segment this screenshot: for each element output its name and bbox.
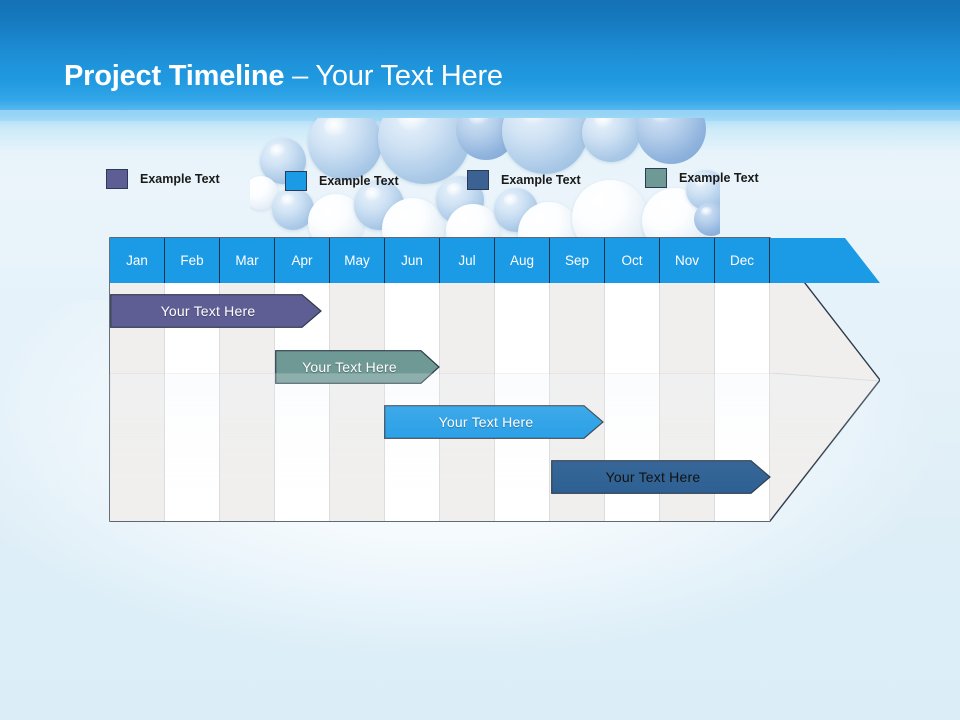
month-header-aug: Aug <box>495 238 550 283</box>
legend-item-4[interactable]: Example Text <box>645 168 759 188</box>
month-header-mar: Mar <box>220 238 275 283</box>
month-header-sep: Sep <box>550 238 605 283</box>
task-bar-3-shape <box>384 405 604 439</box>
month-column-feb: Feb <box>165 238 220 521</box>
header-blue-band <box>0 0 960 121</box>
month-header-jan: Jan <box>110 238 165 283</box>
task-bar-4[interactable]: Your Text Here <box>551 460 771 494</box>
legend-label-2: Example Text <box>319 174 399 188</box>
timeline-chart: Jan Feb Mar Apr May Jun Jul Aug Sep Oct … <box>109 237 880 522</box>
legend-swatch-purple <box>106 169 128 189</box>
task-bar-4-label: Your Text Here <box>605 469 701 485</box>
legend-item-1[interactable]: Example Text <box>106 169 220 189</box>
legend-item-2[interactable]: Example Text <box>285 171 399 191</box>
sphere-cluster-decoration <box>250 118 720 240</box>
legend-swatch-sage-green <box>645 168 667 188</box>
month-header-oct: Oct <box>605 238 660 283</box>
task-bar-2-shape <box>275 350 440 384</box>
task-bar-1-shape <box>110 294 322 328</box>
task-bar-3[interactable]: Your Text Here <box>384 405 604 439</box>
task-bar-1[interactable]: Your Text Here <box>110 294 322 328</box>
month-column-mar: Mar <box>220 238 275 521</box>
task-bar-2-label: Your Text Here <box>302 359 397 375</box>
slide-title: Project Timeline – Your Text Here <box>64 60 503 93</box>
month-header-feb: Feb <box>165 238 220 283</box>
title-light: – Your Text Here <box>284 60 503 92</box>
month-header-may: May <box>330 238 385 283</box>
month-header-nov: Nov <box>660 238 715 283</box>
legend-label-1: Example Text <box>140 172 220 186</box>
month-header-jul: Jul <box>440 238 495 283</box>
task-bar-1-label: Your Text Here <box>160 303 256 319</box>
task-bar-3-label: Your Text Here <box>438 414 534 430</box>
month-column-jul: Jul <box>440 238 495 521</box>
month-column-oct: Oct <box>605 238 660 521</box>
header-arrow-tail <box>770 238 880 283</box>
month-header-dec: Dec <box>715 238 770 283</box>
month-column-aug: Aug <box>495 238 550 521</box>
month-column-jan: Jan <box>110 238 165 521</box>
task-bar-4-shape <box>551 460 771 494</box>
task-bar-2[interactable]: Your Text Here <box>275 350 440 384</box>
legend-label-4: Example Text <box>679 171 759 185</box>
legend-item-3[interactable]: Example Text <box>467 170 581 190</box>
legend-label-3: Example Text <box>501 173 581 187</box>
legend-swatch-light-blue <box>285 171 307 191</box>
title-strong: Project Timeline <box>64 60 285 92</box>
month-header-apr: Apr <box>275 238 330 283</box>
month-header-jun: Jun <box>385 238 440 283</box>
legend-swatch-dark-blue <box>467 170 489 190</box>
